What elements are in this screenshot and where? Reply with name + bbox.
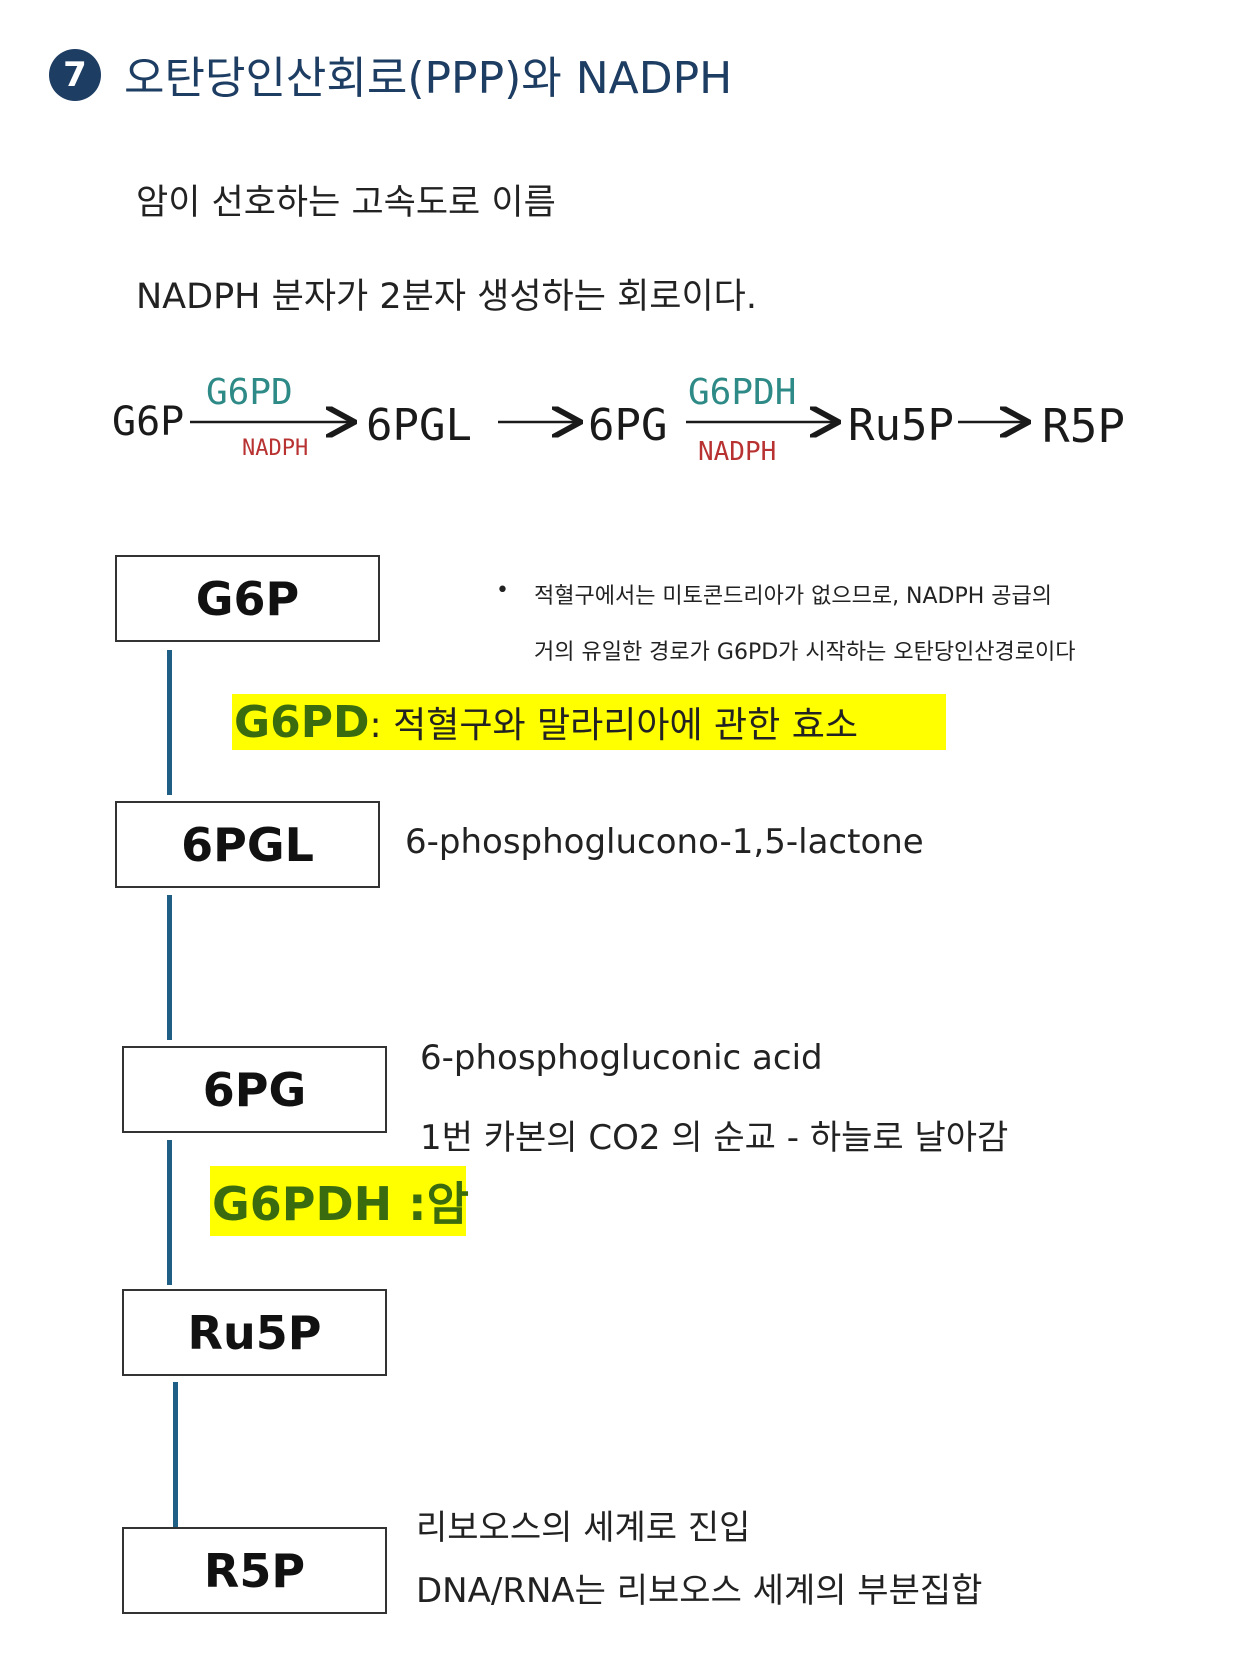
page-title: 오탄당인산회로(PPP)와 NADPH (124, 53, 733, 104)
intro-line-2: NADPH 분자가 2분자 생성하는 회로이다. (136, 277, 757, 317)
sketch-node-ru5p: Ru5P (848, 400, 954, 451)
6pg-full-name: 6-phosphogluconic acid (420, 1038, 823, 1078)
g6pd-description: : 적혈구와 말라리아에 관한 효소 (369, 705, 858, 746)
sketch-cofactor-nadph-1: NADPH (242, 436, 308, 461)
box-6pgl: 6PGL (115, 801, 380, 888)
sketch-node-r5p: R5P (1042, 399, 1125, 453)
6pg-co2-note: 1번 카본의 CO2 의 순교 - 하늘로 날아감 (420, 1118, 1009, 1158)
box-ru5p: Ru5P (122, 1289, 387, 1376)
6pgl-full-name: 6-phosphoglucono-1,5-lactone (405, 822, 924, 862)
box-6pg: 6PG (122, 1046, 387, 1133)
r5p-note-line-2: DNA/RNA는 리보오스 세계의 부분집합 (416, 1571, 983, 1611)
g6pd-highlight: G6PD : 적혈구와 말라리아에 관한 효소 (232, 694, 946, 750)
sketch-node-6pg: 6PG (588, 400, 667, 451)
sketch-cofactor-nadph-2: NADPH (698, 437, 776, 467)
sketch-enzyme-g6pdh: G6PDH (688, 372, 796, 413)
box-g6p: G6P (115, 555, 380, 642)
g6pdh-label: G6PDH :암 (212, 1177, 469, 1231)
rbc-note-line-2: 거의 유일한 경로가 G6PD가 시작하는 오탄당인산경로이다 (534, 640, 1076, 665)
bullet-point: • (496, 578, 509, 603)
sketch-node-6pgl: 6PGL (366, 400, 472, 451)
connector-6pg-ru5p (167, 1140, 172, 1285)
g6pd-label: G6PD (234, 696, 370, 748)
connector-g6p-6pgl (167, 650, 172, 795)
step-number-badge: 7 (49, 49, 101, 101)
connector-6pgl-6pg (167, 895, 172, 1040)
r5p-note-line-1: 리보오스의 세계로 진입 (416, 1508, 751, 1548)
connector-ru5p-r5p (173, 1382, 178, 1527)
intro-line-1: 암이 선호하는 고속도로 이름 (136, 183, 556, 223)
sketch-enzyme-g6pd: G6PD (206, 372, 293, 413)
rbc-note-line-1: 적혈구에서는 미토콘드리아가 없으므로, NADPH 공급의 (534, 584, 1053, 609)
g6pdh-highlight: G6PDH :암 (210, 1166, 469, 1236)
sketch-node-g6p: G6P (112, 399, 184, 445)
box-r5p: R5P (122, 1527, 387, 1614)
pathway-sketch: G6P G6PD NADPH 6PGL 6PG G6PDH NADPH Ru5P… (112, 372, 1125, 467)
